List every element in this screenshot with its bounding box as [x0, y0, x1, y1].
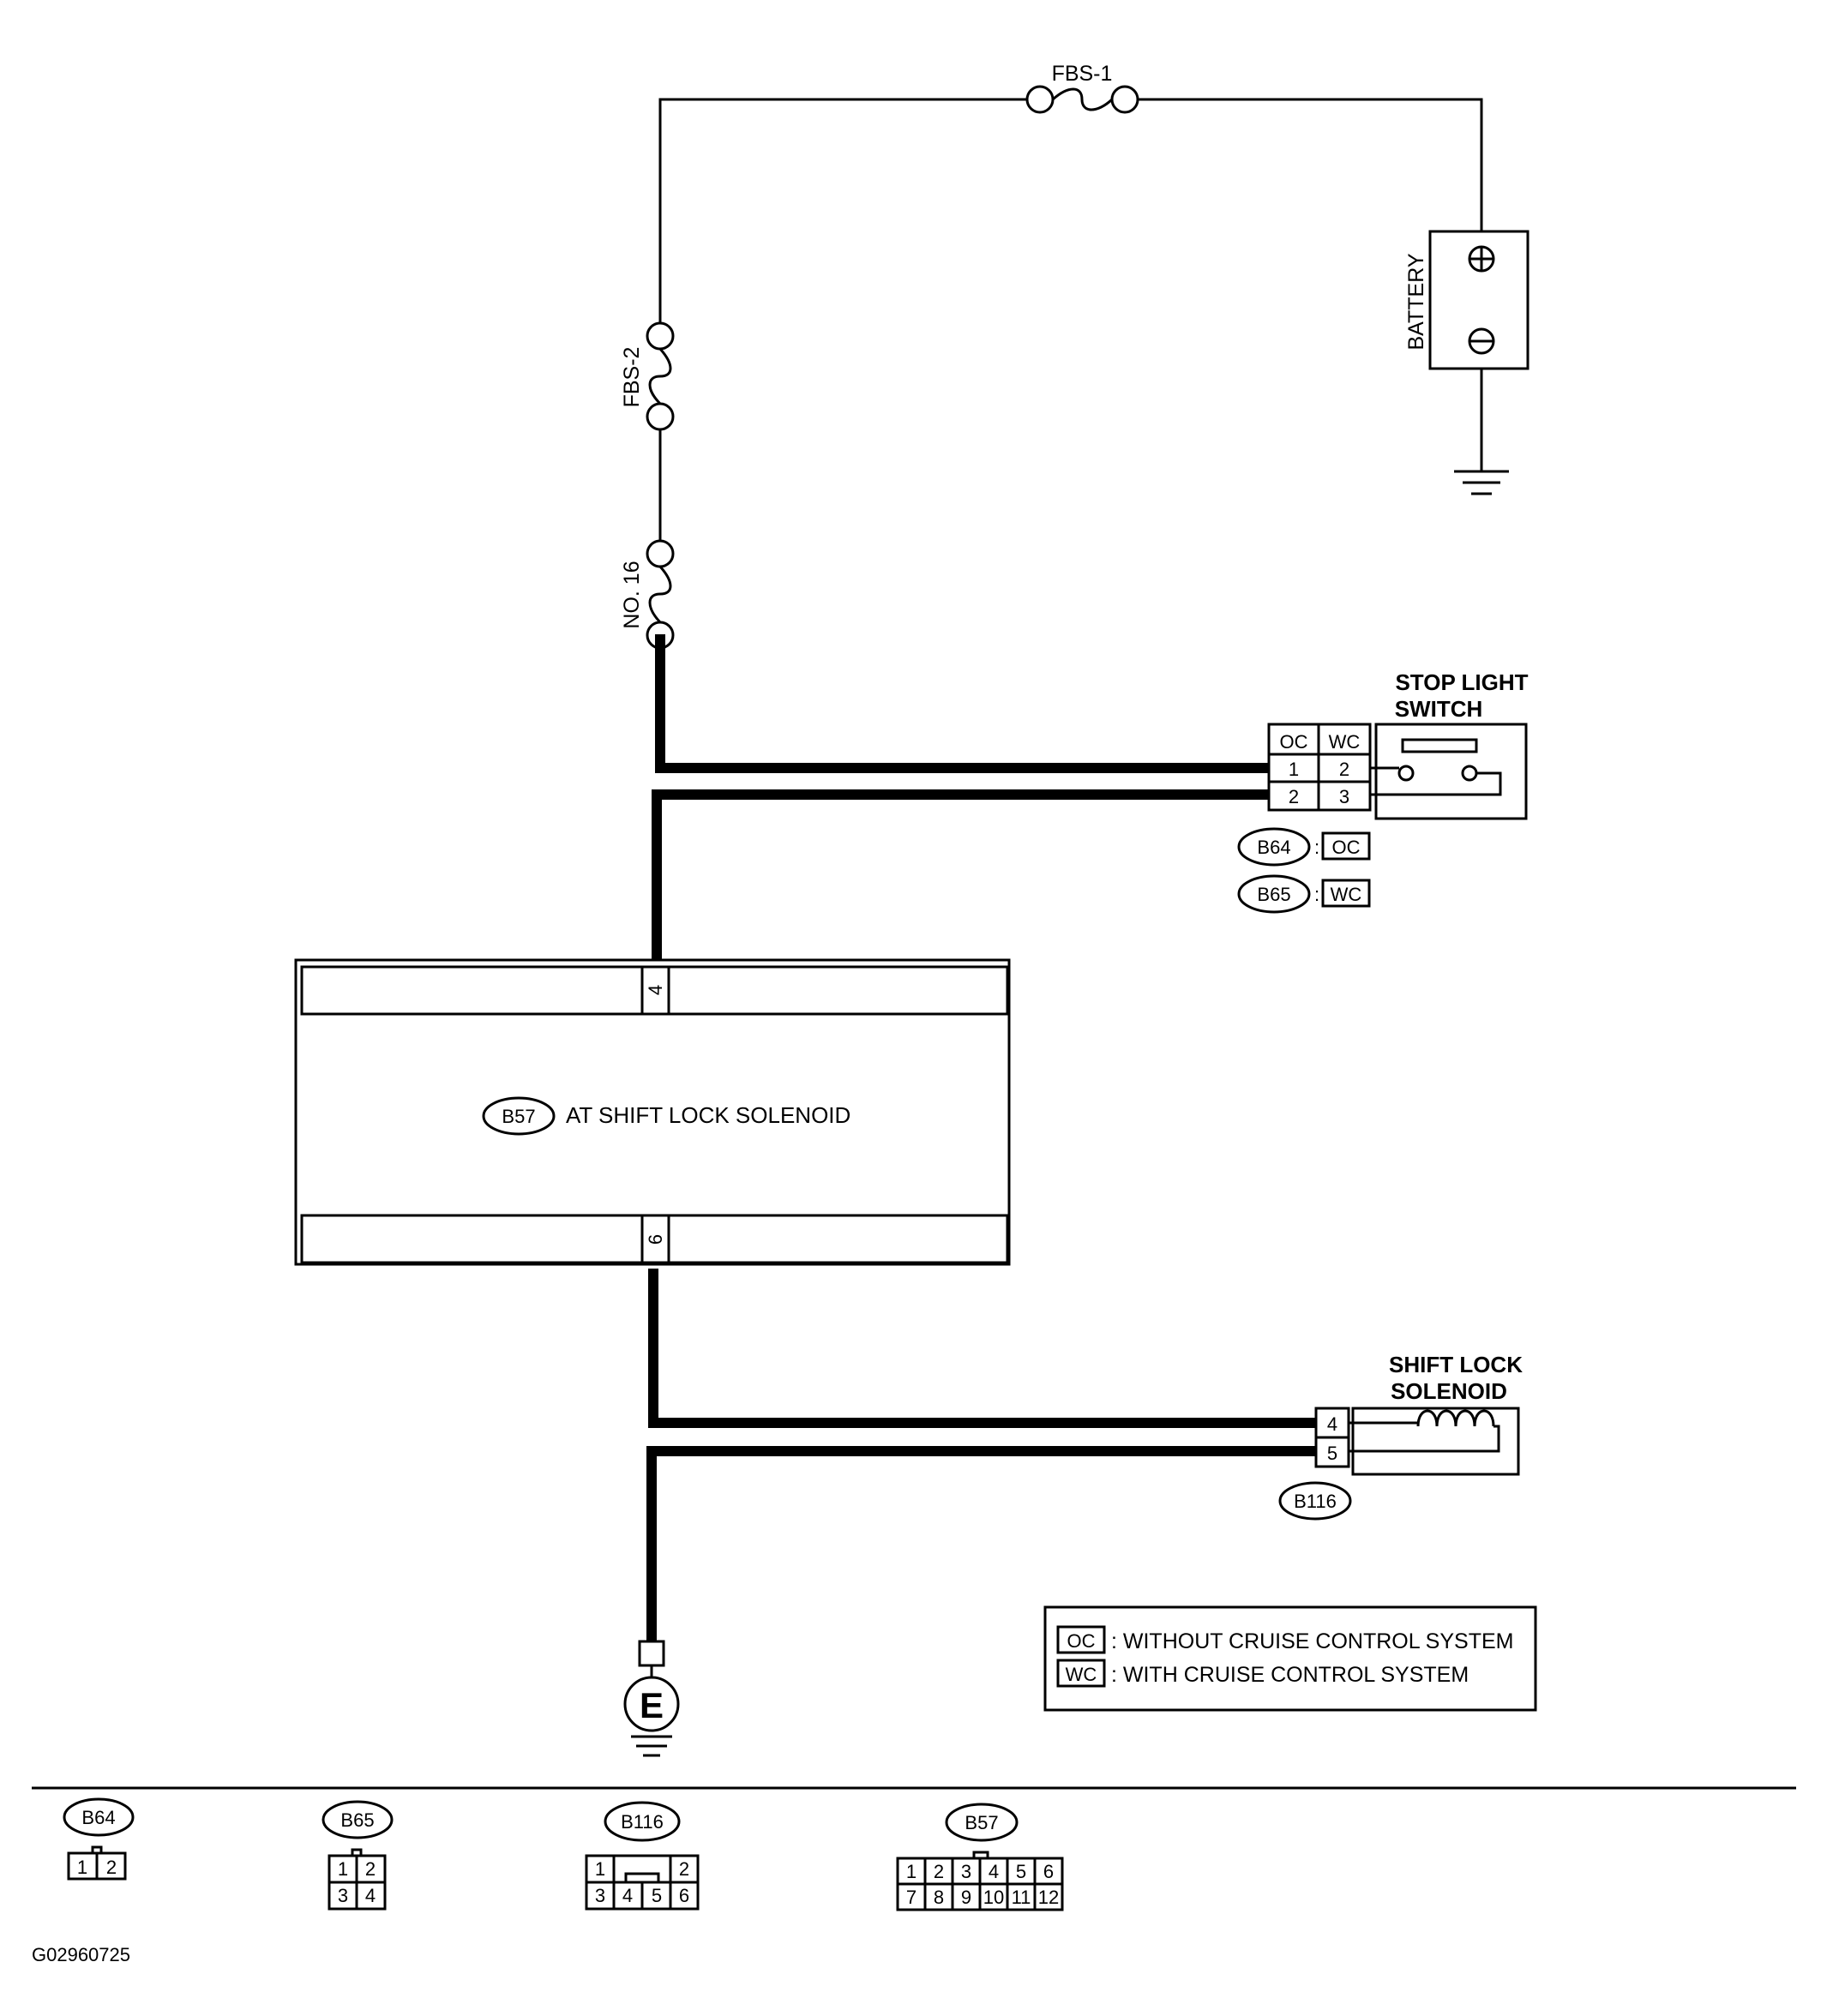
fuse-fbs-1: FBS-1 [1025, 62, 1139, 114]
connector-b116-pin-1: 1 [595, 1858, 605, 1880]
connector-b64-pin-2: 2 [106, 1857, 117, 1878]
connector-b57-pin-1: 1 [906, 1861, 917, 1882]
harness-wires [646, 634, 1316, 1641]
connector-view-b116: B116 1 2 3 4 5 6 [585, 1801, 700, 1911]
stop-light-col-wc: WC [1329, 731, 1361, 753]
stop-light-pin-3-wc: 3 [1339, 786, 1349, 807]
connector-b57-pin-10: 10 [983, 1887, 1004, 1908]
connector-b65-name: B65 [340, 1809, 374, 1831]
connector-b57-pin-11: 11 [1012, 1887, 1031, 1908]
fuse-no-16: NO. 16 [620, 539, 675, 650]
battery-ground-icon [1454, 463, 1509, 495]
connector-b64-pin-1: 1 [77, 1857, 87, 1878]
stop-light-switch: STOP LIGHT SWITCH OC WC 1 2 2 3 [1267, 669, 1529, 820]
figure-id: G02960725 [32, 1944, 130, 1965]
stop-light-switch-title-2: SWITCH [1395, 696, 1483, 722]
fuse-fbs-1-label: FBS-1 [1052, 62, 1113, 86]
legend-oc-code: OC [1067, 1630, 1096, 1652]
stop-light-connector-tags: B64 : OC B65 : WC [1237, 827, 1371, 914]
fuse-no-16-label: NO. 16 [620, 561, 644, 628]
unit-pin-bottom: 6 [645, 1234, 666, 1245]
svg-text::: : [1314, 837, 1319, 858]
legend-oc-text: : WITHOUT CRUISE CONTROL SYSTEM [1111, 1629, 1513, 1653]
ground-e-symbol: E [640, 1685, 664, 1725]
legend-wc-code: WC [1066, 1664, 1097, 1685]
connector-view-b57: B57 1 2 3 4 5 6 7 8 9 10 11 12 [896, 1803, 1064, 1911]
shift-lock-solenoid: SHIFT LOCK SOLENOID 4 5 B116 [1278, 1352, 1523, 1521]
connector-b116-pin-6: 6 [679, 1885, 689, 1906]
connector-view-b65: B65 1 2 3 4 [322, 1800, 394, 1911]
stop-light-switch-title-1: STOP LIGHT [1395, 669, 1528, 695]
stop-light-col-oc: OC [1280, 731, 1308, 753]
unit-pin-top: 4 [645, 985, 666, 995]
connector-b65-pin-4: 4 [365, 1885, 376, 1906]
connector-b116-pin-5: 5 [652, 1885, 662, 1906]
solenoid-connector-tag: B116 [1294, 1491, 1337, 1512]
ground-e-icon: E [623, 1640, 680, 1757]
connector-b57-pin-8: 8 [934, 1887, 944, 1908]
solenoid-title-2: SOLENOID [1391, 1378, 1507, 1404]
connector-b116-pin-4: 4 [622, 1885, 633, 1906]
battery: BATTERY [1404, 230, 1530, 370]
connector-b57-pin-6: 6 [1043, 1861, 1054, 1882]
stop-light-pin-2-wc: 2 [1339, 759, 1349, 780]
unit-connector-tag: B57 [502, 1106, 535, 1127]
solenoid-pin-5: 5 [1327, 1443, 1337, 1464]
fuse-fbs-2-label: FBS-2 [620, 347, 644, 408]
connector-b57-pin-4: 4 [989, 1861, 999, 1882]
legend: OC : WITHOUT CRUISE CONTROL SYSTEM WC : … [1043, 1605, 1537, 1712]
unit-title: AT SHIFT LOCK SOLENOID [566, 1102, 850, 1128]
connector-b65-pin-3: 3 [338, 1885, 348, 1906]
connector-b57-pin-3: 3 [961, 1861, 971, 1882]
b64-code: OC [1332, 837, 1361, 858]
connector-b57-pin-7: 7 [906, 1887, 917, 1908]
connector-b57-pin-12: 12 [1038, 1887, 1059, 1908]
at-shift-lock-unit: 4 6 B57 AT SHIFT LOCK SOLENOID [294, 958, 1011, 1266]
connector-b57-pin-9: 9 [961, 1887, 971, 1908]
connector-b65-pin-1: 1 [338, 1858, 348, 1880]
connector-b64-name: B64 [81, 1807, 115, 1828]
solenoid-title-1: SHIFT LOCK [1389, 1352, 1523, 1377]
legend-wc-text: : WITH CRUISE CONTROL SYSTEM [1111, 1663, 1469, 1687]
supply-wiring [658, 98, 1483, 540]
connector-b116-pin-2: 2 [679, 1858, 689, 1880]
battery-label: BATTERY [1404, 253, 1428, 350]
stop-light-pin-2-oc: 2 [1289, 786, 1299, 807]
solenoid-pin-4: 4 [1327, 1413, 1337, 1435]
connector-b116-pin-3: 3 [595, 1885, 605, 1906]
stop-light-pin-1-oc: 1 [1289, 759, 1299, 780]
connector-b57-name: B57 [965, 1812, 998, 1833]
connector-b57-pin-5: 5 [1016, 1861, 1026, 1882]
fuse-fbs-2: FBS-2 [620, 321, 675, 431]
connector-b116-name: B116 [621, 1811, 664, 1833]
b64-tag: B64 [1257, 837, 1290, 858]
b65-code: WC [1331, 884, 1362, 905]
connector-b57-pin-2: 2 [934, 1861, 944, 1882]
svg-text::: : [1314, 884, 1319, 905]
connector-view-b64: B64 1 2 [63, 1797, 135, 1881]
b65-tag: B65 [1257, 884, 1290, 905]
connector-b65-pin-2: 2 [365, 1858, 376, 1880]
